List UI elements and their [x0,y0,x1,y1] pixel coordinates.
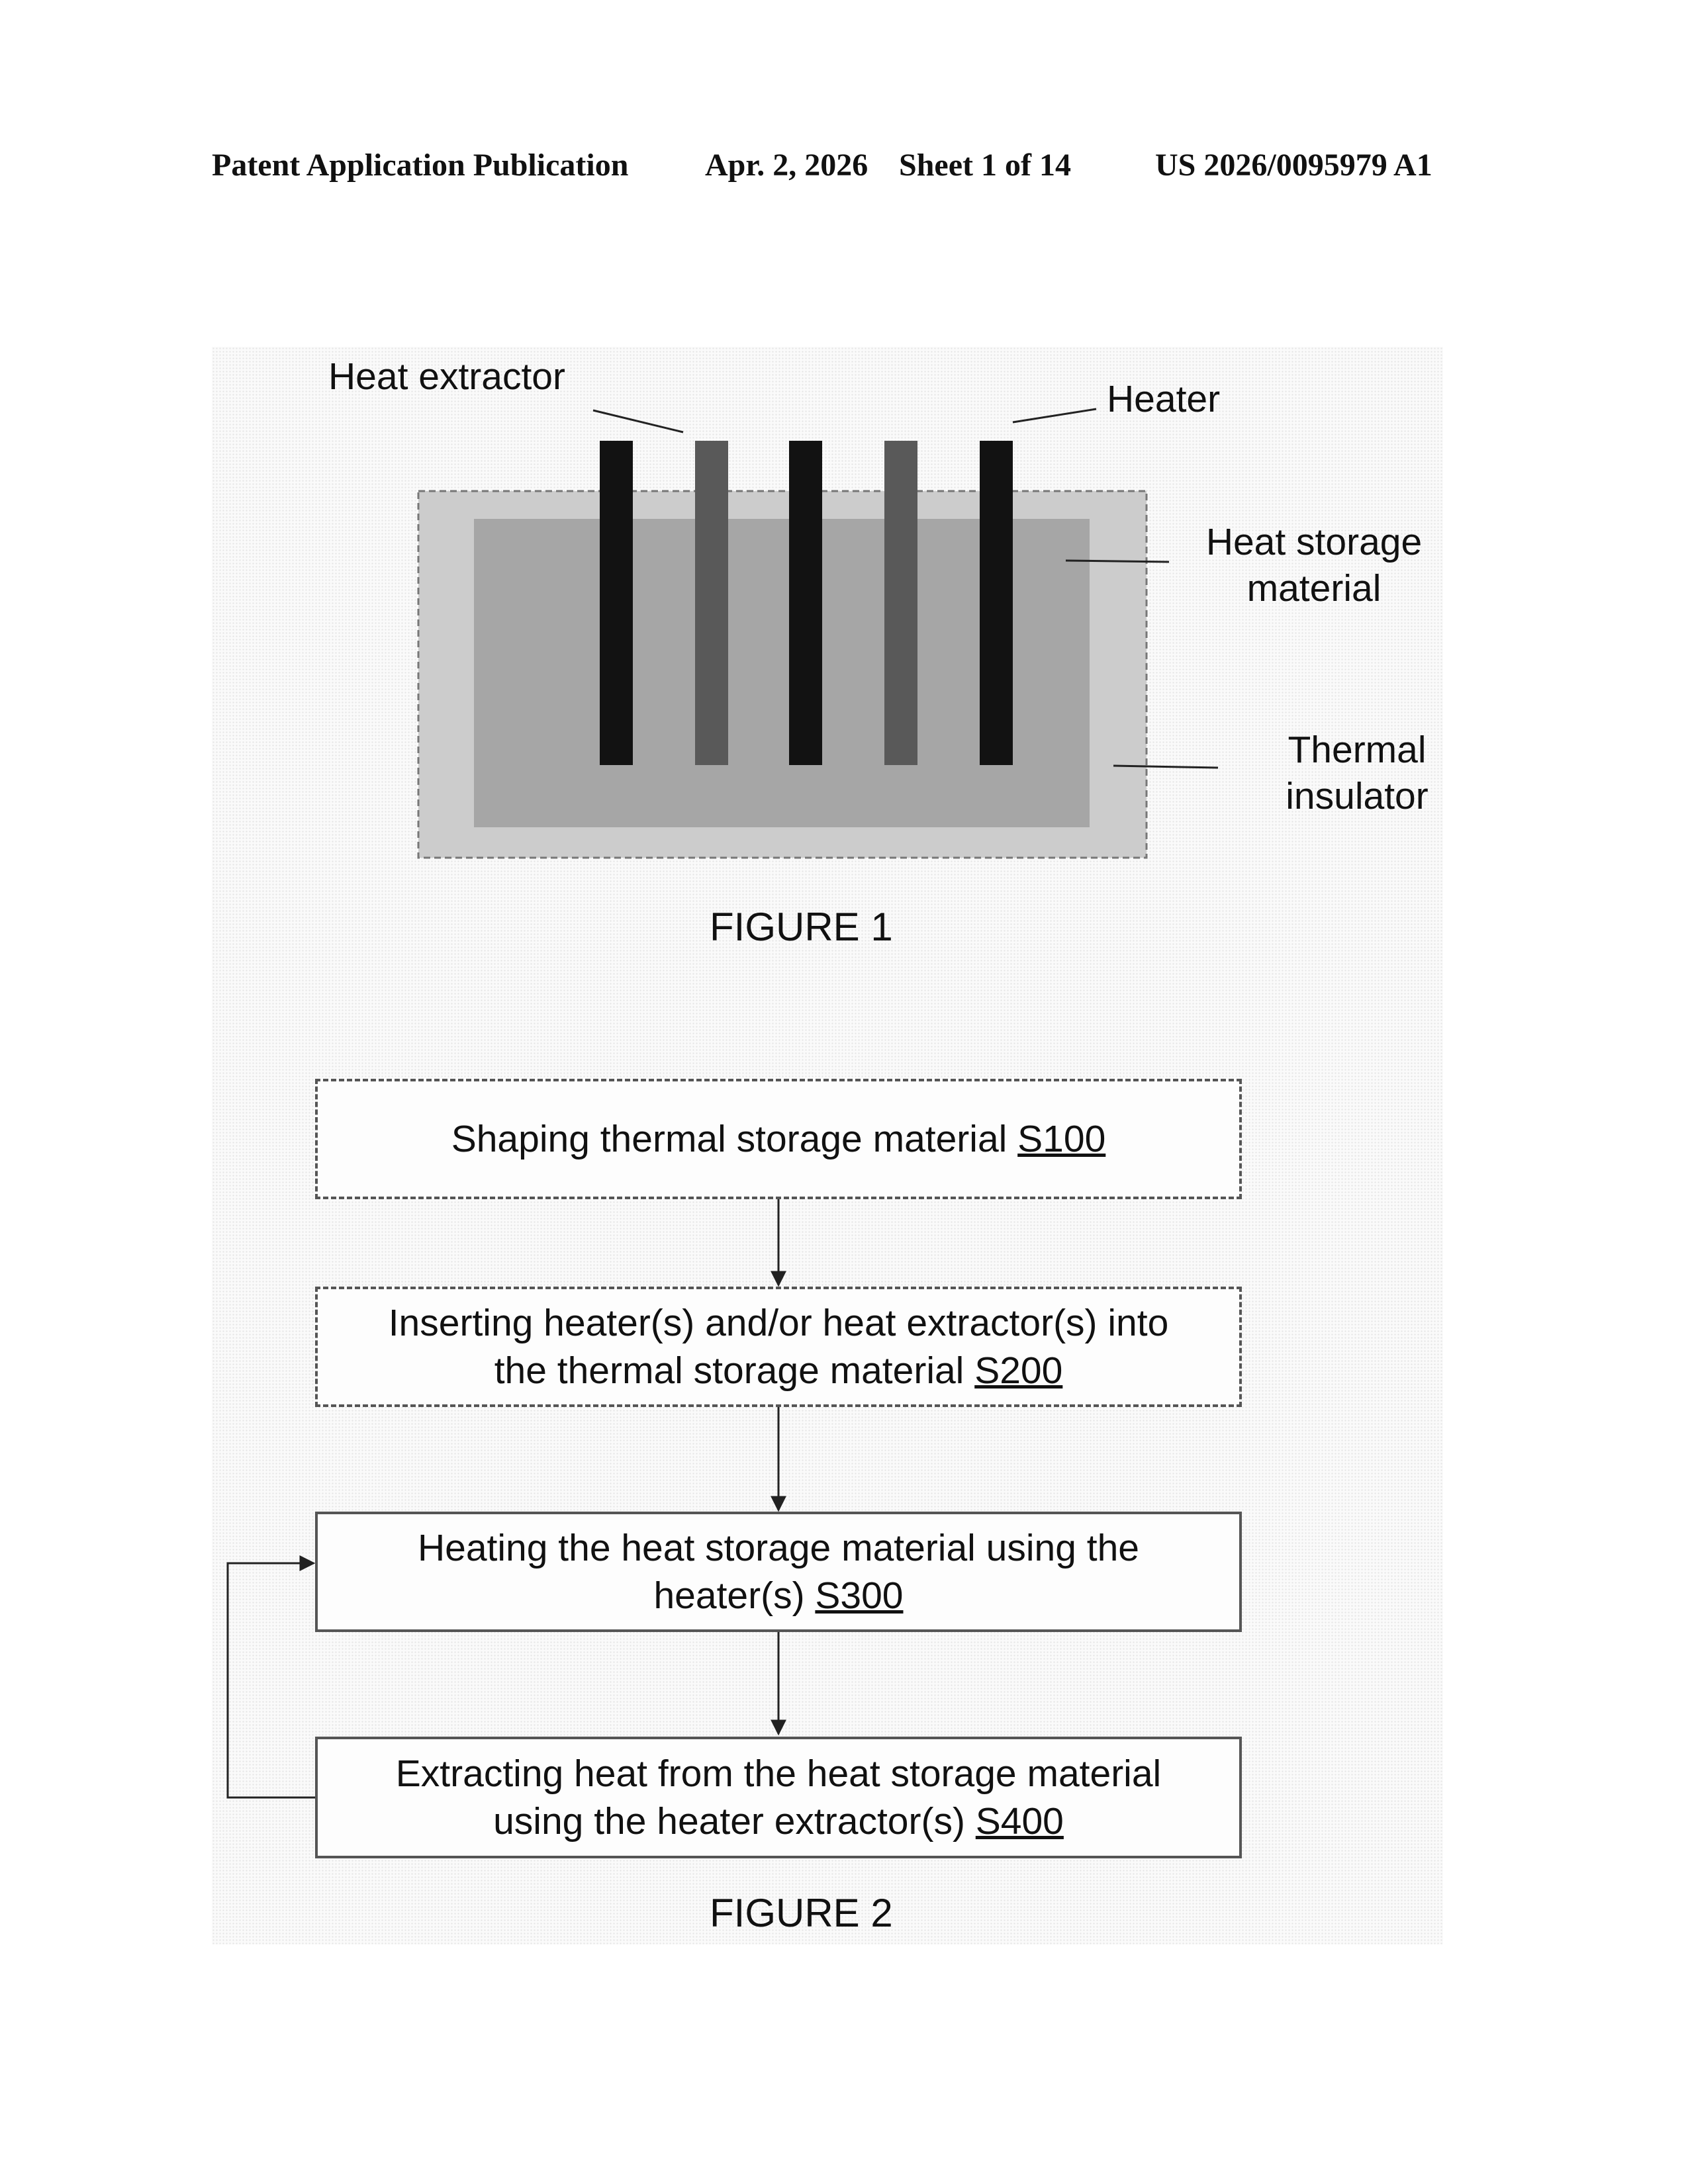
heat-extractor-label: Heat extractor [328,355,565,398]
figure-1-caption: FIGURE 1 [710,904,893,950]
heat-extractor-rod [884,441,917,765]
step-s200-box: Inserting heater(s) and/or heat extracto… [315,1287,1242,1407]
heater-rod [789,441,822,765]
heater-leader [1013,409,1096,422]
heat-extractor-rod [695,441,728,765]
heater-rod [980,441,1013,765]
heat-storage-leader [1066,561,1169,562]
heat-storage-label: Heat storage material [1185,519,1443,612]
step-id: S400 [976,1800,1064,1843]
heat-extractor-leader [593,410,683,432]
loop-arrow-s400-s300 [228,1563,315,1797]
step-s300-box: Heating the heat storage material using … [315,1512,1242,1632]
step-id: S100 [1017,1118,1105,1160]
heater-rod [600,441,633,765]
figure-2-caption: FIGURE 2 [710,1890,893,1936]
step-s400-box: Extracting heat from the heat storage ma… [315,1737,1242,1858]
thermal-insulator-label: Thermal insulator [1258,727,1456,819]
step-s100-box: Shaping thermal storage material S100 [315,1079,1242,1199]
heater-label: Heater [1107,377,1220,421]
step-id: S300 [815,1574,903,1617]
step-id: S200 [974,1349,1062,1392]
